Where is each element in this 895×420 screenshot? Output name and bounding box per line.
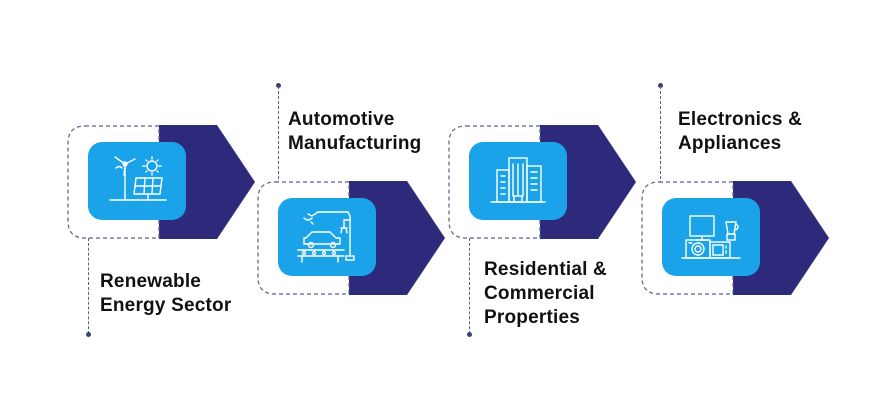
step-label-automotive: Automotive Manufacturing <box>288 108 422 156</box>
connector-line-4 <box>660 86 661 184</box>
appliances-icon <box>681 215 741 259</box>
step-card-electronics <box>641 181 831 295</box>
label-line: Manufacturing <box>288 133 422 154</box>
icon-tile <box>662 198 760 276</box>
connector-dot-4 <box>658 83 663 88</box>
label-line: Commercial <box>484 283 595 304</box>
connector-line-2 <box>278 86 279 184</box>
connector-line-3 <box>469 238 470 334</box>
label-line: Renewable <box>100 271 202 292</box>
icon-tile <box>88 142 186 220</box>
label-line: Energy Sector <box>100 295 232 316</box>
icon-tile <box>278 198 376 276</box>
step-card-properties <box>448 125 638 239</box>
buildings-icon <box>490 157 546 203</box>
label-line: Properties <box>484 307 580 328</box>
wind-solar-icon <box>109 156 167 201</box>
label-line: Residential & <box>484 259 607 280</box>
step-label-renewable: Renewable Energy Sector <box>100 270 231 318</box>
step-label-properties: Residential & Commercial Properties <box>484 258 607 330</box>
label-line: Appliances <box>678 133 782 154</box>
connector-dot-1 <box>86 332 91 337</box>
connector-line-1 <box>88 238 89 334</box>
icon-tile <box>469 142 567 220</box>
step-label-electronics: Electronics & Appliances <box>678 108 802 156</box>
label-line: Automotive <box>288 109 395 130</box>
car-assembly-icon <box>297 211 355 263</box>
label-line: Electronics & <box>678 109 803 130</box>
step-card-automotive <box>257 181 447 295</box>
connector-dot-2 <box>276 83 281 88</box>
step-card-renewable <box>67 125 257 239</box>
connector-dot-3 <box>467 332 472 337</box>
